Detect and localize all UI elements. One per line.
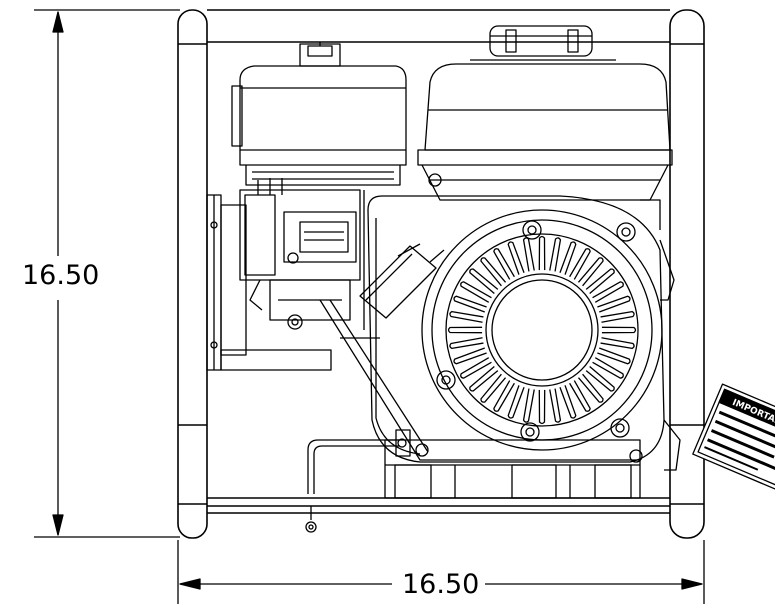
cooling-fin — [549, 388, 562, 423]
cooling-fin — [538, 235, 546, 271]
cooling-fin — [480, 373, 507, 403]
cooling-fin — [601, 326, 637, 334]
cooling-fin — [559, 385, 577, 419]
cooling-fin — [447, 326, 483, 334]
cooling-fin — [460, 281, 492, 303]
cooling-fin — [559, 241, 577, 275]
fuel-tank — [417, 25, 673, 201]
cooling-fin — [549, 237, 562, 272]
warning-placard: IMPORTANT — [692, 383, 775, 491]
cooling-fin — [577, 257, 604, 287]
vertical-dimension — [34, 9, 180, 538]
cooling-fin — [569, 380, 591, 412]
horizontal-dimension — [177, 540, 705, 604]
recoil-cooling-fins — [447, 235, 637, 425]
cooling-fin — [453, 347, 487, 365]
starter-handle — [359, 243, 445, 319]
cooling-fin — [569, 248, 591, 280]
cooling-fin — [600, 310, 635, 323]
pump-side-plate — [206, 194, 332, 371]
cooling-fin — [585, 365, 615, 392]
height-dimension-label: 16.50 — [18, 262, 104, 289]
cooling-fin — [577, 373, 604, 403]
cooling-fin — [585, 268, 615, 295]
cooling-fin — [507, 241, 525, 275]
cooling-fin — [600, 337, 635, 350]
cooling-fin — [522, 237, 535, 272]
air-cleaner — [231, 42, 407, 186]
cooling-fin — [453, 295, 487, 313]
recoil-starter — [367, 195, 665, 463]
cooling-fin — [592, 281, 624, 303]
cooling-fin — [592, 357, 624, 379]
carburetor — [239, 178, 361, 330]
cooling-fin — [469, 268, 499, 295]
cooling-fin — [507, 385, 525, 419]
cooling-fin — [493, 248, 515, 280]
cooling-fin — [449, 337, 484, 350]
drain-pipe — [305, 429, 411, 533]
pump-body-lines — [319, 190, 681, 471]
cooling-fin — [469, 365, 499, 392]
cooling-fin — [493, 380, 515, 412]
cooling-fin — [538, 389, 546, 425]
cooling-fin — [460, 357, 492, 379]
cooling-fin — [522, 388, 535, 423]
cooling-fin — [480, 257, 507, 287]
width-dimension-label: 16.50 — [398, 571, 484, 598]
engine-base — [384, 439, 641, 499]
frame — [177, 9, 705, 539]
cooling-fin — [449, 310, 484, 323]
cooling-fin — [597, 347, 631, 365]
cooling-fin — [597, 295, 631, 313]
